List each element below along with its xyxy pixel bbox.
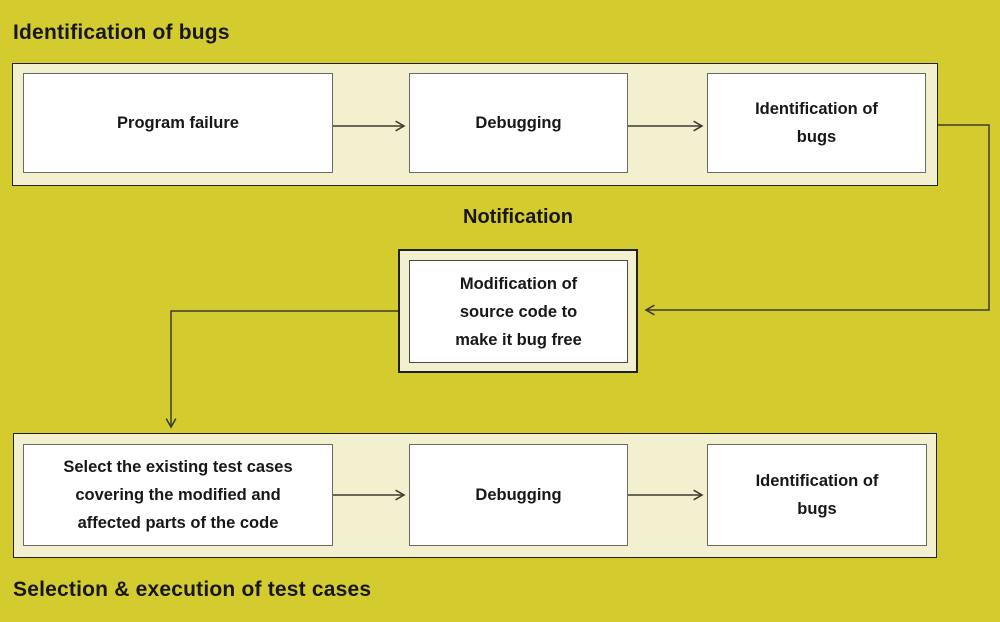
node-text: covering the modified and	[75, 486, 281, 504]
node-text: Debugging	[475, 486, 562, 504]
node-text: Debugging	[475, 114, 562, 132]
node-text: bugs	[796, 128, 837, 146]
node-text: Select the existing test cases	[63, 458, 293, 476]
node-text: Modification of	[459, 274, 578, 293]
title-identification-of-bugs: Identification of bugs	[13, 21, 230, 44]
node-identification-of-bugs-top: Identification of bugs	[707, 73, 926, 173]
label-notification: Notification	[463, 206, 573, 228]
node-program-failure: Program failure	[23, 73, 333, 173]
node-text: affected parts of the code	[77, 514, 279, 532]
node-text: make it bug free	[455, 330, 582, 349]
node-text: Identification of	[755, 100, 878, 118]
node-select-existing-test-cases: Select the existing test cases covering …	[23, 444, 333, 546]
node-text: Program failure	[117, 114, 239, 132]
arrow-modification-to-band-bottom	[165, 310, 398, 429]
node-text: bugs	[797, 500, 837, 518]
node-debugging-bottom: Debugging	[409, 444, 628, 546]
node-modification-of-source-code: Modification of source code to make it b…	[409, 260, 628, 363]
node-text: source code to	[459, 302, 578, 321]
node-text: Identification of	[755, 472, 879, 490]
node-identification-of-bugs-bottom: Identification of bugs	[707, 444, 927, 546]
title-selection-execution-of-test-cases: Selection & execution of test cases	[13, 578, 372, 601]
node-debugging-top: Debugging	[409, 73, 628, 173]
